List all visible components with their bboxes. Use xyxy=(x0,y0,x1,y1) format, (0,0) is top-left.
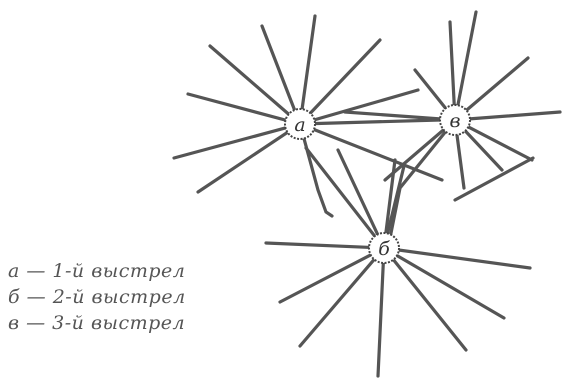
legend-text: 2-й выстрел xyxy=(53,286,186,308)
hole-label-a: а xyxy=(294,114,305,136)
legend-symbol: а xyxy=(8,260,20,282)
bullet-hole-b: б xyxy=(369,233,399,263)
legend-row-shot-1: а — 1-й выстрел xyxy=(8,258,186,284)
legend-symbol: б xyxy=(8,286,20,308)
legend-dash: — xyxy=(27,286,47,308)
hole-label-b: б xyxy=(378,238,390,260)
legend: а — 1-й выстрел б — 2-й выстрел в — 3-й … xyxy=(8,258,186,336)
legend-text: 1-й выстрел xyxy=(52,260,185,282)
bullet-hole-v: в xyxy=(440,105,470,135)
legend-dash: — xyxy=(26,260,46,282)
legend-text: 3-й выстрел xyxy=(52,312,185,334)
legend-row-shot-3: в — 3-й выстрел xyxy=(8,310,186,336)
legend-symbol: в xyxy=(8,312,20,334)
bullet-hole-a: а xyxy=(285,109,315,139)
legend-dash: — xyxy=(26,312,46,334)
hole-label-v: в xyxy=(449,110,460,132)
legend-row-shot-2: б — 2-й выстрел xyxy=(8,284,186,310)
